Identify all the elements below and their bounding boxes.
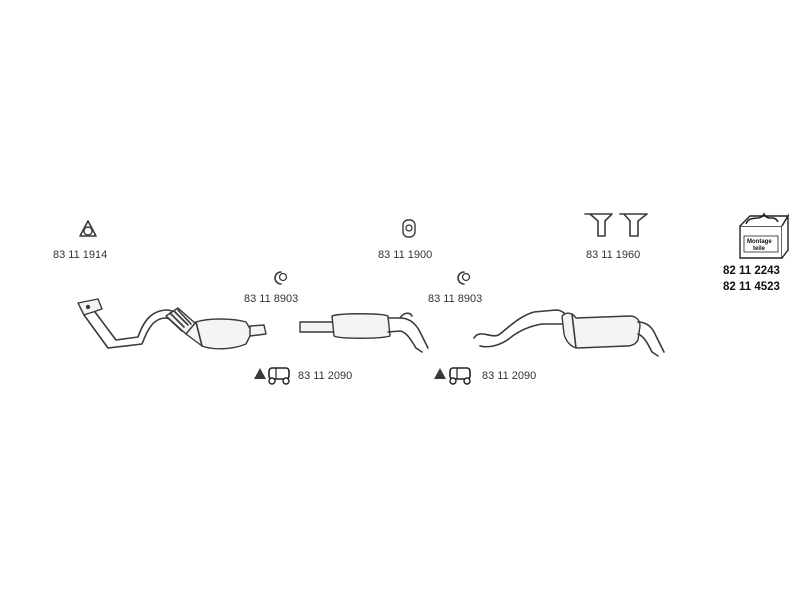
mounting-kit-box-icon: Montage teile <box>739 212 790 259</box>
hanger-1: 83 11 2090 <box>254 367 352 385</box>
hanger-1-part-number: 83 11 2090 <box>298 370 352 382</box>
mounting-kit: Montage teile 82 11 2243 82 11 4523 <box>723 212 790 293</box>
rubber-hanger-icon <box>449 367 471 385</box>
ring-gasket-icon <box>79 220 97 237</box>
kit-number-1: 82 11 2243 <box>723 265 780 277</box>
clamp-1: 83 11 8903 <box>244 271 298 305</box>
clamp-1-part-number: 83 11 8903 <box>244 293 298 305</box>
gasket-mid-part-number: 83 11 1900 <box>378 249 432 261</box>
kit-number-2: 82 11 4523 <box>723 281 780 293</box>
hanger-2-part-number: 83 11 2090 <box>482 370 536 382</box>
triangle-warning-icon <box>434 368 446 379</box>
kit-label-line2: teile <box>753 246 766 252</box>
rubber-mount: 83 11 1960 <box>584 213 648 261</box>
ring-gasket-icon <box>402 219 416 238</box>
gasket-mid: 83 11 1900 <box>378 219 432 261</box>
middle-silencer <box>299 312 429 353</box>
front-pipe-catalytic-converter <box>77 298 267 350</box>
rear-silencer <box>473 309 665 357</box>
kit-label-line1: Montage <box>747 239 772 245</box>
gasket-front-part-number: 83 11 1914 <box>53 249 107 261</box>
clamp-2: 83 11 8903 <box>428 271 482 305</box>
pipe-clamp-icon <box>457 271 471 285</box>
gasket-front: 83 11 1914 <box>53 220 107 261</box>
triangle-warning-icon <box>254 368 266 379</box>
hanger-2: 83 11 2090 <box>434 367 536 385</box>
rubber-hanger-icon <box>268 367 290 385</box>
middle-silencer-body <box>331 313 391 339</box>
rubber-mount-icon <box>584 213 648 237</box>
rear-silencer-body <box>561 312 641 349</box>
pipe-clamp-icon <box>274 271 288 285</box>
rubber-mount-part-number: 83 11 1960 <box>586 249 640 261</box>
clamp-2-part-number: 83 11 8903 <box>428 293 482 305</box>
